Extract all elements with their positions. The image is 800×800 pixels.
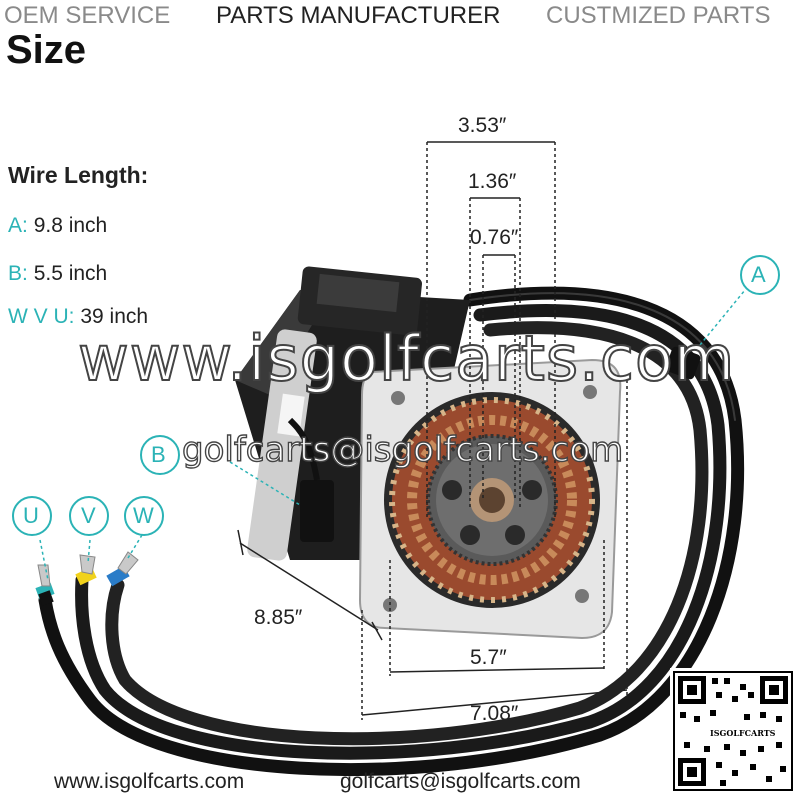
uvw-cables: [38, 286, 745, 777]
stator: [384, 392, 600, 608]
callout-b: B: [151, 442, 166, 467]
qr-caption: ISGOLFCARTS: [708, 728, 778, 738]
spec-a: A: 9.8 inch: [8, 214, 107, 238]
spec-a-value: 9.8 inch: [33, 214, 108, 237]
callout-circles: [12, 255, 780, 536]
watermark-email: golfcarts@isgolfcarts.com: [181, 429, 624, 470]
spec-a-key: A:: [8, 214, 28, 237]
uvw-terminals: [35, 551, 139, 606]
spec-wvu: W V U: 39 inch: [8, 305, 148, 329]
page-title: Size: [6, 28, 87, 72]
dim-label-3: 0.76″: [470, 226, 519, 249]
watermark-site: www.isgolfcarts.com: [77, 321, 736, 396]
footer-site-link[interactable]: www.isgolfcarts.com: [54, 770, 245, 793]
header-oem-service: OEM SERVICE: [4, 2, 171, 29]
callout-w: W: [133, 503, 154, 528]
dim-label-2: 1.36″: [468, 170, 517, 193]
spec-b-value: 5.5 inch: [33, 262, 108, 285]
header-parts-manufacturer: PARTS MANUFACTURER: [216, 2, 501, 29]
header-customized-parts: CUSTMIZED PARTS: [546, 2, 771, 29]
spec-b: B: 5.5 inch: [8, 262, 107, 286]
spec-wvu-value: 39 inch: [80, 305, 149, 328]
dim-label-6: 7.08″: [470, 702, 519, 725]
dim-label-length: 8.85″: [254, 606, 303, 629]
wire-length-title: Wire Length:: [8, 162, 149, 188]
callout-u: U: [23, 503, 39, 528]
dim-label-1: 3.53″: [458, 114, 507, 137]
callout-v: V: [81, 503, 96, 528]
dimension-lines: [237, 141, 628, 720]
spec-wvu-key: W V U:: [8, 305, 75, 328]
footer-email-link[interactable]: golfcarts@isgolfcarts.com: [340, 770, 581, 793]
spec-b-key: B:: [8, 262, 28, 285]
dim-label-5: 5.7″: [470, 646, 507, 669]
a-connector: [39, 289, 746, 581]
callout-a: A: [751, 262, 766, 287]
